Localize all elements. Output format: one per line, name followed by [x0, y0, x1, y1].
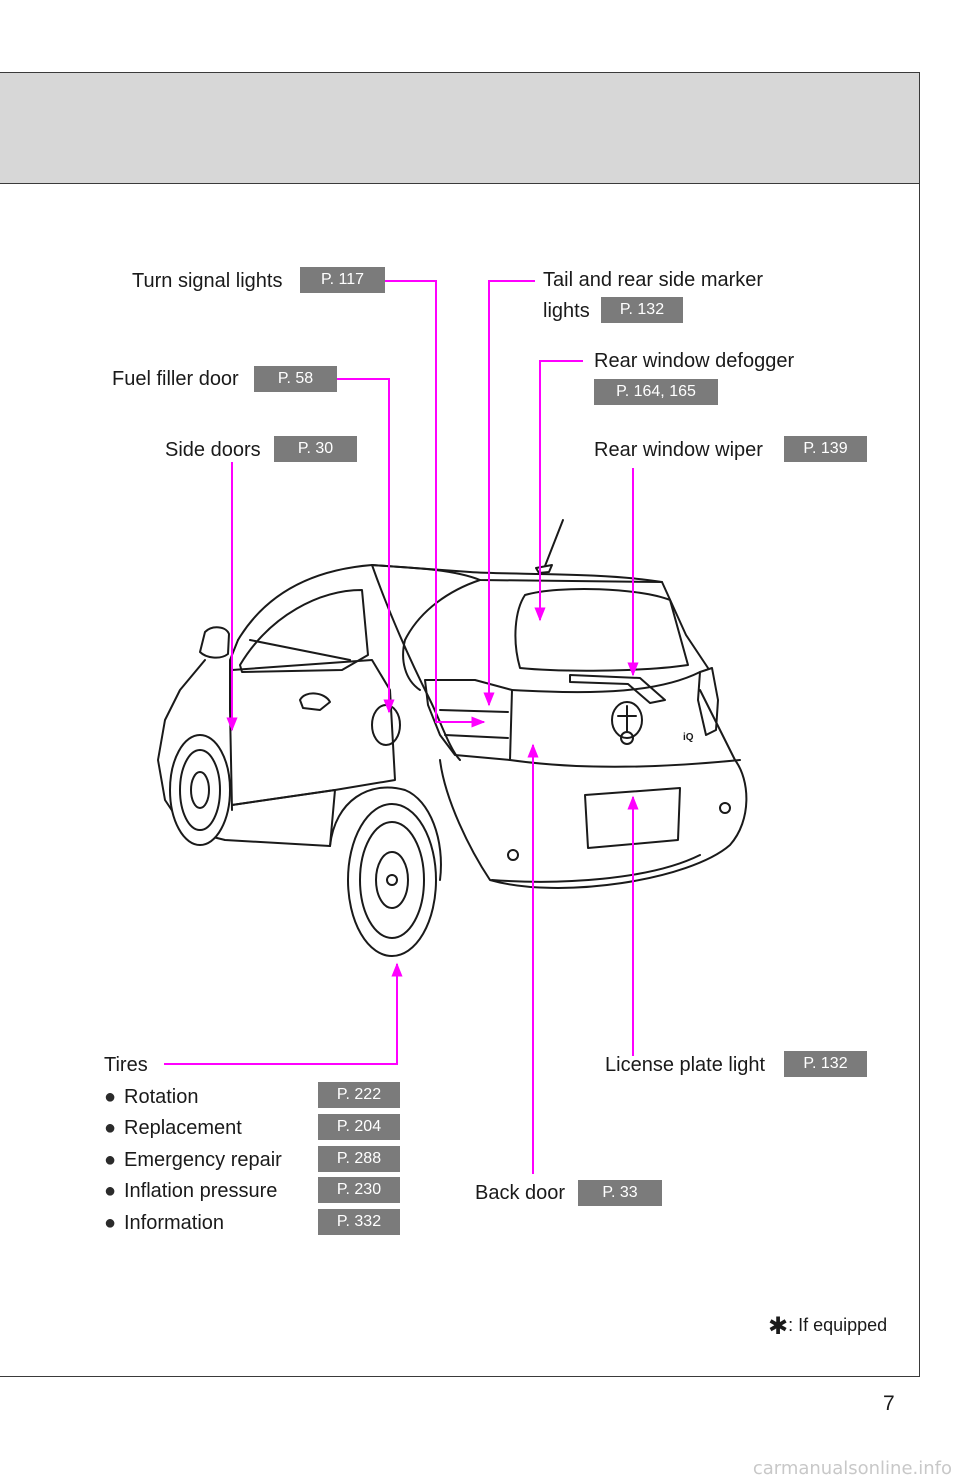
back-door-label: Back door: [475, 1182, 566, 1204]
tires-rotation-label: Rotation: [124, 1086, 199, 1108]
footnote-text: : If equipped: [788, 1315, 888, 1335]
fuel-filler-label: Fuel filler door: [112, 368, 239, 390]
tires-replacement-page-badge[interactable]: P. 204: [318, 1114, 400, 1140]
watermark: carmanualsonline.info: [752, 1458, 952, 1479]
leader-tires: [164, 962, 403, 1065]
leader-tail-lights: [483, 280, 535, 707]
tail-lights-page-badge[interactable]: P. 132: [601, 297, 683, 323]
tires-title: Tires: [104, 1054, 148, 1076]
tires-emergency-repair-page-badge[interactable]: P. 288: [318, 1146, 400, 1172]
back-door-page-badge[interactable]: P. 33: [578, 1180, 662, 1206]
tires-emergency-repair-label: Emergency repair: [124, 1149, 282, 1171]
leader-defogger: [534, 360, 583, 622]
tires-rotation-page-badge[interactable]: P. 222: [318, 1082, 400, 1108]
leader-fuel-filler: [337, 378, 395, 714]
page-frame: [0, 72, 920, 1377]
page-number: 7: [883, 1392, 895, 1415]
turn-signal-page-badge[interactable]: P. 117: [300, 267, 385, 293]
license-plate-label: License plate light: [605, 1054, 766, 1076]
license-plate-page-badge[interactable]: P. 132: [784, 1051, 867, 1077]
tires-bullet-icon: ●: [104, 1117, 117, 1139]
tail-lights-label-line2: lights: [543, 300, 590, 322]
turn-signal-label: Turn signal lights: [132, 270, 283, 292]
tail-lights-label-line1: Tail and rear side marker: [543, 269, 764, 291]
tires-information-page-badge[interactable]: P. 332: [318, 1209, 400, 1235]
fuel-filler-page-badge[interactable]: P. 58: [254, 366, 337, 392]
tires-bullet-icon: ●: [104, 1086, 117, 1108]
header-band: [0, 73, 919, 184]
side-doors-page-badge[interactable]: P. 30: [274, 436, 357, 462]
defogger-page-badge[interactable]: P. 164, 165: [594, 379, 718, 405]
side-doors-label: Side doors: [165, 439, 261, 461]
tires-replacement-label: Replacement: [124, 1117, 242, 1139]
tires-information-label: Information: [124, 1212, 225, 1234]
tires-bullet-icon: ●: [104, 1149, 117, 1171]
svg-text:iQ: iQ: [683, 732, 694, 743]
rear-wiper-page-badge[interactable]: P. 139: [784, 436, 867, 462]
rear-wiper-label: Rear window wiper: [594, 439, 763, 461]
leader-turn-signal: [385, 280, 486, 728]
tires-bullet-icon: ●: [104, 1180, 117, 1202]
tires-inflation-pressure-page-badge[interactable]: P. 230: [318, 1177, 400, 1203]
defogger-label: Rear window defogger: [594, 350, 795, 372]
tires-inflation-pressure-label: Inflation pressure: [124, 1180, 278, 1202]
footnote: ✱: If equipped: [768, 1312, 887, 1341]
tires-bullet-icon: ●: [104, 1212, 117, 1234]
asterisk-icon: ✱: [768, 1313, 789, 1340]
